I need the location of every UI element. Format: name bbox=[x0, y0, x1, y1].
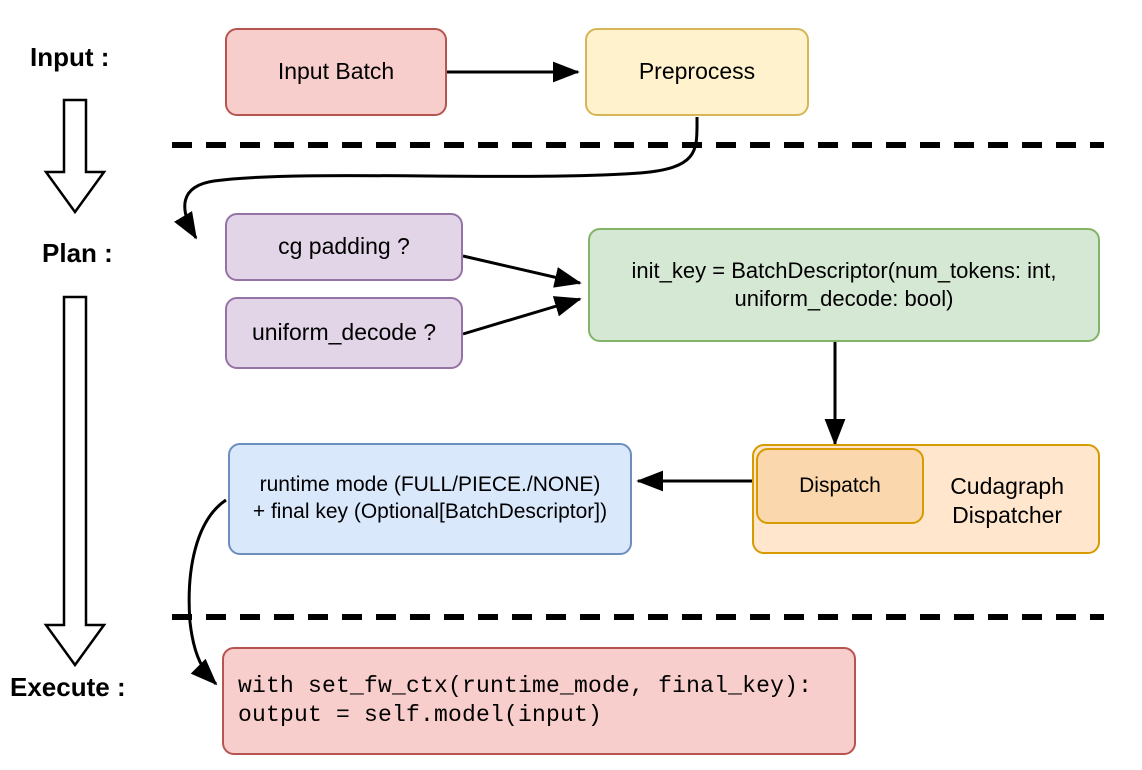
stage-label-input: Input : bbox=[30, 42, 110, 72]
node-dispatch[interactable]: Dispatch bbox=[756, 448, 924, 524]
edge-uniform-decode-to-init-key bbox=[462, 296, 582, 336]
stage-label-plan: Plan : bbox=[42, 238, 113, 268]
edge-runtime-mode-to-code-block bbox=[187, 498, 227, 686]
input-to-plan-arrow bbox=[43, 98, 107, 215]
node-uniform-decode[interactable]: uniform_decode ? bbox=[225, 297, 463, 369]
node-input-batch[interactable]: Input Batch bbox=[225, 28, 447, 116]
edge-preprocess-to-cg-padding bbox=[174, 116, 699, 240]
plan-to-execute-arrow bbox=[43, 295, 107, 668]
node-init-key[interactable]: init_key = BatchDescriptor(num_tokens: i… bbox=[588, 228, 1100, 342]
node-runtime-mode[interactable]: runtime mode (FULL/PIECE./NONE) + final … bbox=[228, 443, 632, 555]
node-preprocess[interactable]: Preprocess bbox=[585, 28, 809, 116]
stage-label-execute: Execute : bbox=[10, 672, 126, 702]
node-code-block[interactable]: with set_fw_ctx(runtime_mode, final_key)… bbox=[222, 647, 856, 755]
edge-cg-padding-to-init-key bbox=[462, 254, 582, 288]
node-cg-padding[interactable]: cg padding ? bbox=[225, 213, 463, 281]
